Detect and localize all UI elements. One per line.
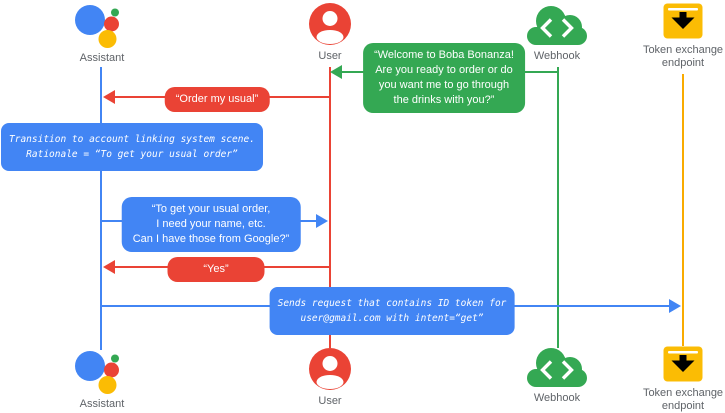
webhook-cloud-icon (527, 348, 587, 387)
bubble-text-line: user@gmail.com with intent=“get” (300, 313, 484, 324)
bubble-text-line: I need your name, etc. (156, 218, 266, 230)
arrow-head-left-icon (330, 65, 342, 79)
arrow-head-right-icon (669, 299, 681, 313)
actor-webhook-bottom: Webhook (526, 346, 588, 405)
actor-label: Assistant (79, 398, 125, 410)
user-lifeline (329, 67, 331, 348)
actor-token-endpoint-top: Token exchange endpoint (637, 2, 725, 70)
assistant-lifeline (100, 67, 102, 350)
send-request-bubble: Sends request that contains ID token for… (269, 287, 515, 335)
actor-label: endpoint (661, 57, 705, 69)
ask-google-bubble: “To get your usual order, I need your na… (121, 197, 301, 252)
welcome-message-bubble: “Welcome to Boba Bonanza! Are you ready … (363, 43, 525, 113)
webhook-cloud-icon (527, 6, 587, 45)
bubble-text-line: Transition to account linking system sce… (9, 134, 255, 145)
webhook-lifeline (557, 67, 559, 348)
actor-label: endpoint (661, 400, 705, 412)
token-endpoint-icon (663, 346, 703, 382)
bubble-text-line: “Yes” (203, 263, 229, 275)
actor-label: User (318, 50, 342, 62)
arrow-head-left-icon (103, 90, 115, 104)
user-icon (309, 348, 351, 390)
yes-bubble: “Yes” (167, 257, 265, 282)
bubble-text-line: Are you ready to order or do (375, 64, 513, 76)
actor-assistant-bottom: Assistant (74, 346, 130, 411)
bubble-text-line: Rationale = “To get your usual order” (26, 149, 238, 160)
actor-token-endpoint-bottom: Token exchange endpoint (637, 345, 725, 413)
actor-user-bottom: User (308, 347, 352, 408)
bubble-text-line: you want me to go through (378, 79, 510, 91)
bubble-text-line: the drinks with you?” (393, 94, 495, 106)
bubble-text-line: “Order my usual” (175, 93, 259, 105)
user-icon (309, 3, 351, 45)
bubble-text-line: “Welcome to Boba Bonanza! (374, 49, 514, 61)
actor-label: Token exchange (642, 387, 724, 399)
transition-note-bubble: Transition to account linking system sce… (1, 123, 263, 171)
bubble-text-line: Can I have those from Google?” (132, 233, 290, 245)
actor-label: Webhook (533, 50, 581, 62)
actor-label: Token exchange (642, 44, 724, 56)
order-my-usual-bubble: “Order my usual” (164, 87, 270, 112)
bubble-text-line: Sends request that contains ID token for (277, 298, 507, 309)
token-endpoint-icon (663, 3, 703, 39)
actor-label: User (318, 395, 342, 407)
actor-label: Webhook (533, 392, 581, 404)
google-assistant-icon (75, 5, 119, 48)
token-endpoint-lifeline (682, 74, 684, 346)
arrow-head-right-icon (316, 214, 328, 228)
arrow-head-left-icon (103, 260, 115, 274)
actor-label: Assistant (79, 52, 125, 64)
actor-assistant-top: Assistant (74, 0, 130, 65)
actor-webhook-top: Webhook (526, 4, 588, 63)
bubble-text-line: “To get your usual order, (151, 203, 271, 215)
actor-user-top: User (308, 2, 352, 63)
google-assistant-icon (75, 351, 119, 394)
